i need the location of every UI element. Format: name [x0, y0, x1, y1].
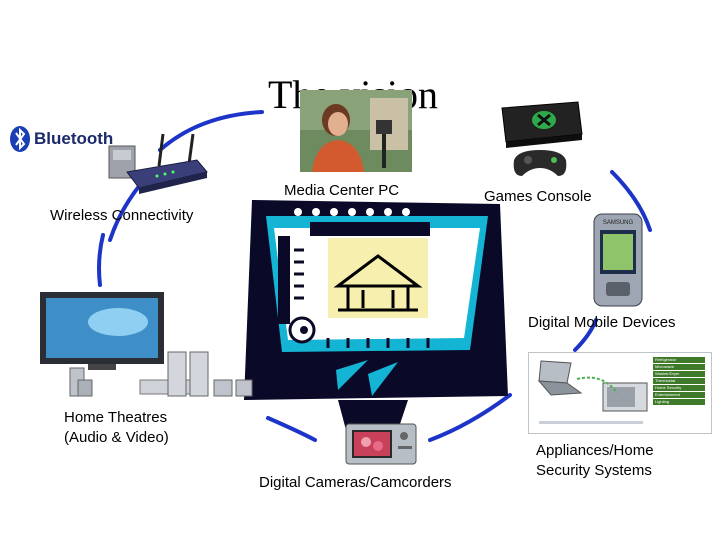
home-theatres-label-line2: (Audio & Video)	[64, 429, 169, 446]
menu-item-thermostat: Thermostat	[653, 378, 705, 384]
home-theatres-label-line1: Home Theatres	[64, 409, 168, 426]
games-console-icon	[501, 101, 583, 176]
media-center-label: Media Center PC	[284, 182, 400, 199]
menu-item-washer-dryer: Washer/Dryer	[653, 371, 705, 377]
menu-item-entertainment: Entertainment	[653, 392, 705, 398]
bluetooth-wordmark: Bluetooth	[34, 129, 114, 148]
menu-item-lighting: Lighting	[653, 399, 705, 405]
wireless-router-icon	[108, 133, 208, 194]
menu-item-home-security: Home Security	[653, 385, 705, 391]
phone-brand: SAMSUNG	[603, 220, 634, 226]
appliances-label-line2: Security Systems	[536, 462, 652, 479]
digital-mobile-devices-label: Digital Mobile Devices	[528, 314, 676, 331]
menu-item-microwave: Microwave	[653, 364, 705, 370]
menu-item-refrigerator: Refrigerator	[653, 357, 705, 363]
panel-footer-line	[539, 421, 643, 424]
flow-arrow	[576, 376, 618, 394]
digital-camera-icon	[345, 423, 417, 465]
digital-cameras-label: Digital Cameras/Camcorders	[259, 474, 452, 491]
appliances-label-line1: Appliances/Home	[536, 442, 654, 459]
games-console-label: Games Console	[484, 188, 592, 205]
appliances-panel: Refrigerator Microwave Washer/Dryer Ther…	[528, 352, 712, 434]
media-center-monitor-illustration	[244, 200, 508, 430]
appliance-menu: Refrigerator Microwave Washer/Dryer Ther…	[653, 357, 705, 405]
bluetooth-logo: Bluetooth	[8, 125, 113, 153]
microwave-icon	[602, 382, 648, 412]
wireless-connectivity-label: Wireless Connectivity	[50, 207, 194, 224]
laptop-icon	[537, 360, 583, 396]
mobile-phone-icon: SAMSUNG	[593, 213, 643, 307]
media-center-pc-photo	[300, 90, 412, 172]
home-theatre-icon	[40, 292, 253, 397]
